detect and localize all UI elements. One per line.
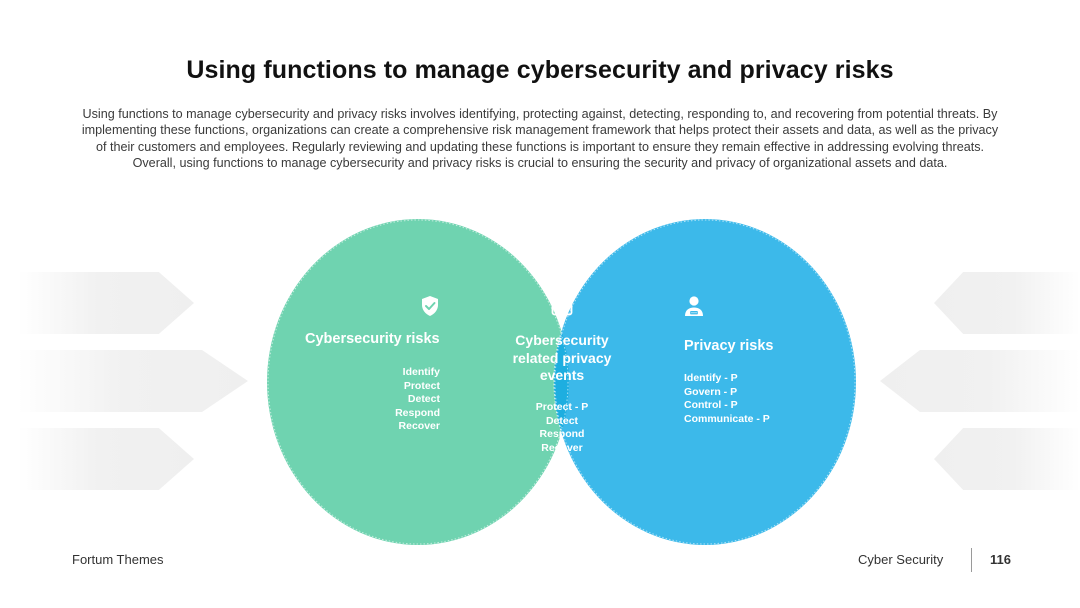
decorative-arrow-left-3 <box>18 428 194 490</box>
list-item: Govern - P <box>684 385 738 398</box>
venn-left-outline <box>267 219 569 545</box>
browser-alert-icon <box>551 296 573 321</box>
decorative-arrow-left-2 <box>18 350 248 412</box>
footer-section: Cyber Security <box>858 552 944 567</box>
user-privacy-icon <box>684 295 704 322</box>
decorative-arrow-right-2 <box>880 350 1080 412</box>
venn-circle-privacy <box>554 219 856 545</box>
privacy-risks-list: Identify - P Govern - P Control - P Comm… <box>684 372 804 426</box>
cybersecurity-risks-title: Cybersecurity risks <box>305 331 440 347</box>
decorative-arrow-right-1 <box>934 272 1080 334</box>
list-item: Identify - P <box>684 372 738 384</box>
privacy-risks-title: Privacy risks <box>684 338 774 354</box>
list-item: Protect - P <box>535 401 589 413</box>
slide-description: Using functions to manage cybersecurity … <box>81 107 999 171</box>
list-item: Identify <box>402 366 440 378</box>
intersection-title-line: Cybersecurity <box>515 332 609 348</box>
venn-right-outline <box>554 219 856 545</box>
decorative-arrow-left-1 <box>18 272 194 334</box>
list-item: Detect <box>545 414 579 427</box>
cybersecurity-risks-list: Identify Protect Detect Respond Recover <box>360 366 440 434</box>
venn-circle-cybersecurity <box>267 219 569 545</box>
list-item: Recover <box>398 420 440 433</box>
list-item: Recover <box>541 441 583 454</box>
list-item: Protect <box>403 379 440 392</box>
list-item: Respond <box>539 428 585 441</box>
list-item: Communicate - P <box>684 412 770 425</box>
slide-title: Using functions to manage cybersecurity … <box>186 56 894 84</box>
list-item: Control - P <box>684 399 738 412</box>
decorative-arrow-right-3 <box>934 428 1080 490</box>
intersection-list: Protect - P Detect Respond Recover <box>512 401 612 455</box>
intersection-title-line: related privacy <box>512 349 612 366</box>
intersection-title: Cybersecurity related privacy events <box>500 332 624 385</box>
list-item: Respond <box>395 406 440 419</box>
shield-check-icon <box>420 295 440 322</box>
page-number: 116 <box>990 552 1011 567</box>
footer-divider <box>971 548 972 572</box>
intersection-title-line: events <box>539 367 585 383</box>
list-item: Detect <box>407 393 440 406</box>
footer-brand: Fortum Themes <box>72 552 164 567</box>
